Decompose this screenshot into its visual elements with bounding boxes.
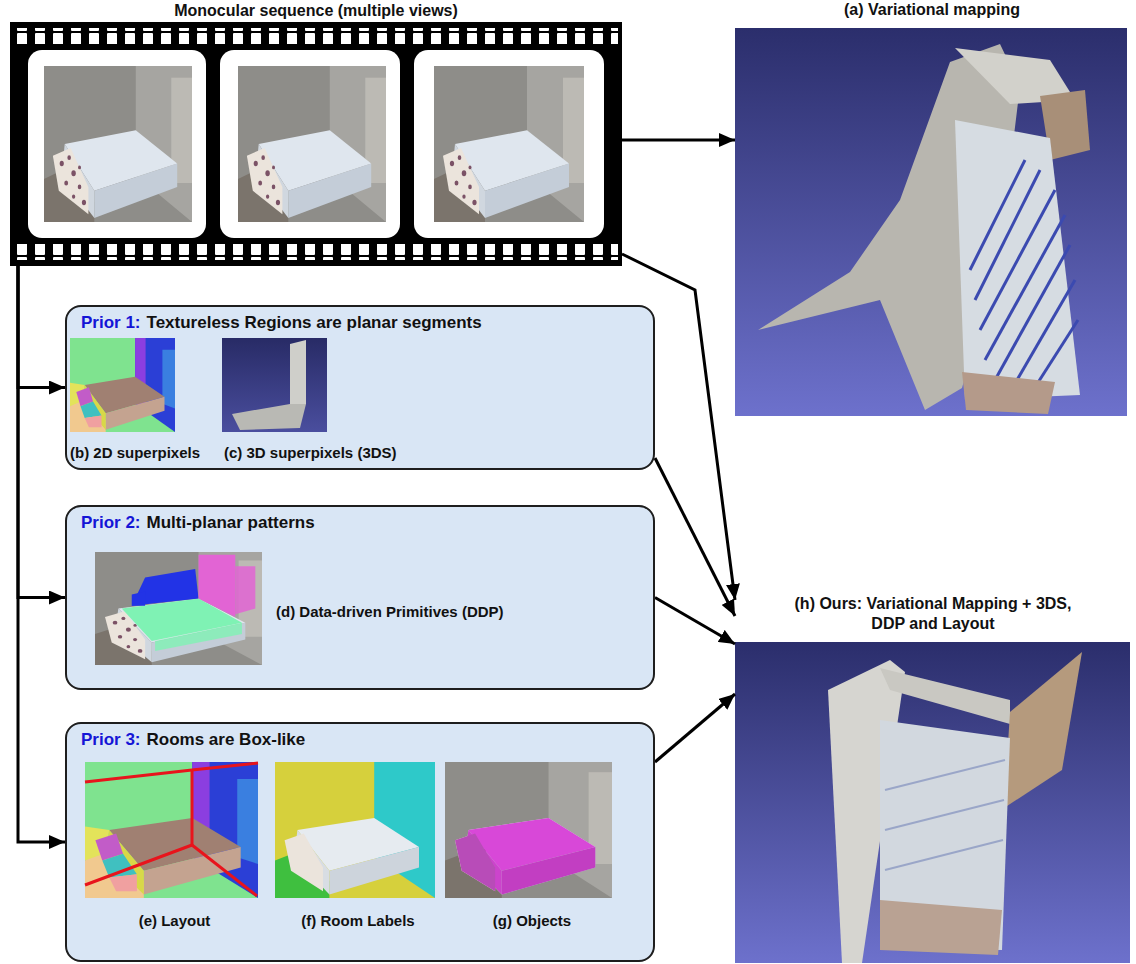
superpixel-image	[70, 338, 175, 432]
object-image	[445, 762, 612, 898]
node-label: (a) Variational mapping	[844, 1, 1020, 18]
primitive-image	[95, 552, 262, 665]
film-strip	[10, 22, 622, 266]
text-block: (c) 3D superpixels (3DS)	[224, 444, 397, 462]
node-label: Multi-planar patterns	[147, 513, 315, 532]
node-label: (e) Layout	[139, 912, 211, 929]
prior-number: Prior 2:	[81, 513, 141, 532]
panel-fill	[66, 506, 654, 689]
video-frame	[44, 66, 192, 222]
flow-arrow	[18, 266, 65, 842]
node-label: (b) 2D superpixels	[70, 444, 200, 461]
flow-arrow	[655, 694, 735, 762]
text-block: Prior 2: Multi-planar patterns	[81, 512, 315, 533]
point-cloud-render	[735, 28, 1127, 416]
prior-number: Prior 1:	[81, 313, 141, 332]
text-block: (b) 2D superpixels	[70, 444, 200, 462]
film-strip: Monocular sequence (multiple views)	[10, 0, 622, 266]
image-panel: (b) 2D superpixels	[70, 340, 222, 462]
node-label: (g) Objects	[493, 912, 571, 929]
prior-panel: Prior 3: Rooms are Box-like (e) Layout (f) …	[65, 722, 655, 962]
panel-fill	[66, 306, 654, 469]
result-panel: (a) Variational mapping	[735, 0, 1129, 416]
text-block: (a) Variational mapping	[735, 0, 1129, 20]
node-label: Rooms are Box-like	[147, 730, 306, 749]
node-label: (c) 3D superpixels (3DS)	[224, 444, 397, 461]
video-frame	[238, 66, 386, 222]
result-panel: (h) Ours: Variational Mapping + 3DS, DDP…	[735, 594, 1131, 963]
text-block: Prior 3: Rooms are Box-like	[81, 729, 305, 750]
flow-arrow	[18, 266, 65, 388]
flow-arrow	[655, 598, 735, 645]
image-panel: (d) Data-driven Primitives (DDP)	[97, 554, 567, 669]
flow-arrow	[622, 139, 735, 142]
prior-number: Prior 3:	[81, 730, 141, 749]
prior-panel: Prior 1: Textureless Regions are planar s…	[65, 305, 655, 470]
text-block: (d) Data-driven Primitives (DDP)	[276, 603, 504, 621]
text-block: (e) Layout	[67, 912, 282, 930]
node-label: (h) Ours: Variational Mapping + 3DS, DDP…	[795, 595, 1072, 632]
point-cloud-render	[735, 642, 1130, 963]
image-panel: (g) Objects	[447, 764, 617, 930]
panel-fill	[66, 723, 654, 961]
3d-superpixel-render	[222, 338, 327, 432]
room-label-image	[275, 762, 435, 898]
flow-arrow	[18, 266, 65, 598]
text-block: Prior 1: Textureless Regions are planar s…	[81, 312, 482, 333]
node-label: (d) Data-driven Primitives (DDP)	[276, 603, 504, 620]
text-block: (h) Ours: Variational Mapping + 3DS, DDP…	[778, 594, 1088, 634]
node-label: (f) Room Labels	[301, 912, 414, 929]
node-label: Textureless Regions are planar segments	[147, 313, 482, 332]
text-block: (f) Room Labels	[257, 912, 459, 930]
prior-panel: Prior 2: Multi-planar patterns (d) Data-dr…	[65, 505, 655, 690]
text-block: Monocular sequence (multiple views)	[10, 1, 622, 20]
image-panel: (c) 3D superpixels (3DS)	[224, 340, 484, 462]
flow-arrow	[655, 458, 735, 616]
image-panel: (f) Room Labels	[277, 764, 439, 930]
text-block: (g) Objects	[427, 912, 637, 930]
image-panel: (e) Layout	[87, 764, 262, 930]
layout-image	[85, 762, 258, 898]
node-label: Monocular sequence (multiple views)	[174, 2, 458, 19]
video-frame	[434, 66, 584, 222]
